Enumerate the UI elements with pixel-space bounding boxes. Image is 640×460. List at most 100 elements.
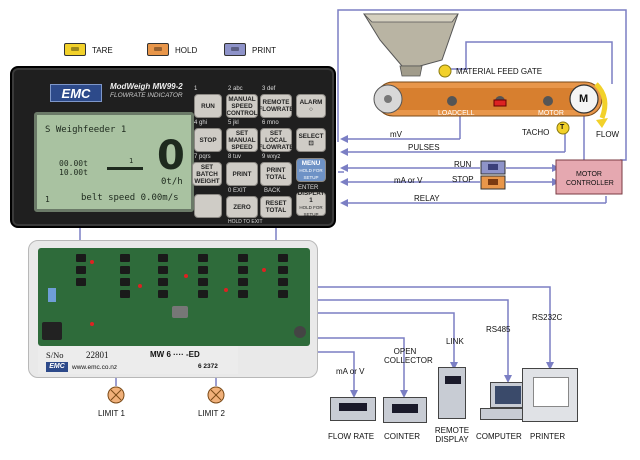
manual-speed-control-key[interactable]: MANUAL SPEED CONTROL [226,94,258,118]
terminal-block [238,290,248,298]
tacho-label: TACHO [522,128,550,137]
indicator-subtitle: FLOWRATE INDICATOR [110,92,183,99]
terminal-block [278,278,288,286]
status-led [184,274,188,278]
terminal-block [76,278,86,286]
display-key-sub: HOLD FOR SETUP [299,205,323,217]
display-key-label: DISPLAY 1 [297,190,325,204]
terminal-block [120,290,130,298]
key-number: 3 def [262,86,276,92]
flow-arrow-icon [594,82,608,119]
lcd-big-value: 0 [157,133,185,179]
counter-device [383,397,427,423]
terminal-block [238,254,248,262]
run-key[interactable]: RUN [194,94,222,118]
computer-monitor [490,382,524,408]
terminal-block [238,266,248,274]
terminal-block [198,290,208,298]
limit-1-lamp-icon [107,386,125,404]
stop-signal-label: STOP [452,175,474,184]
indicator-model: ModWeigh MW99-2 [110,82,183,91]
motor-controller-label: MOTOR CONTROLLER [556,170,622,188]
print-total-key[interactable]: PRINT TOTAL [260,162,292,186]
board-emc-logo: EMC [46,362,68,372]
print-switch-icon [224,43,246,56]
pulses-label: PULSES [408,143,440,152]
terminal-block [76,266,86,274]
material-feed-gate-icon [438,64,452,78]
serial-label: S/No [46,350,64,360]
key-number: 6 mno [262,120,279,126]
lcd-title: S Weighfeeder 1 [45,125,127,135]
alarm-key[interactable]: ALARM ○ [296,94,326,118]
hold-switch-icon [147,43,169,56]
remote-display-label: REMOTE DISPLAY [428,426,476,444]
terminal-block [158,278,168,286]
set-local-flowrate-key[interactable]: SET LOCAL FLOWRATE [258,128,294,152]
terminal-block [198,278,208,286]
loadcell [493,99,507,107]
key-number: 7 pqrs [194,154,211,160]
device-screen [339,403,367,411]
select-key[interactable]: SELECT ⊡ [296,128,326,152]
device-screen [495,386,521,404]
motor-icon [569,84,599,114]
board-url: www.emc.co.nz [72,364,118,371]
lcd-bar [107,167,143,170]
tacho-icon [556,121,570,135]
lcd-marker: 1 [129,157,134,165]
model-code: MW 6 ···· -ED [150,350,200,359]
menu-key[interactable]: MENU HOLD FOR SETUP [296,158,326,182]
hold-label: HOLD [175,46,198,55]
reset-total-key[interactable]: RESET TOTAL [260,196,292,218]
blank-key[interactable] [194,194,222,218]
key-number: 9 wxyz [262,154,281,160]
key-number: 2 abc [228,86,243,92]
lcd-unit: 0t/h [161,177,183,187]
print-key[interactable]: PRINT [226,162,258,186]
tacho-symbol: T [560,124,565,131]
remote-flowrate-key[interactable]: REMOTE FLOWRATE [258,94,294,118]
set-batch-weight-key[interactable]: SET BATCH WEIGHT [192,162,222,186]
motor-controller-box [555,159,623,195]
rs485-label: RS485 [486,325,511,334]
terminal-block [158,266,168,274]
device-screen [392,404,418,413]
relay-label: RELAY [414,194,440,203]
printer-device [522,368,578,422]
menu-key-label: MENU [301,159,321,167]
device-screen [445,376,461,384]
link-label: LINK [446,337,464,346]
motor-label: MOTOR [538,110,564,117]
open-collector-text: OPEN COLLECTOR [384,347,433,365]
lcd-line-b: 10.00t [59,168,88,177]
terminal-block [198,266,208,274]
flow-rate-label: FLOW RATE [328,432,375,441]
component-chip [48,288,56,302]
flow-label: FLOW [596,130,620,139]
set-manual-speed-key[interactable]: SET MANUAL SPEED [226,128,258,152]
key-number: 0 EXIT [228,188,247,194]
zero-key[interactable]: ZERO [226,196,258,218]
gland-icon [294,326,306,338]
terminal-block [278,266,288,274]
rj-jack-icon [42,322,62,340]
key-number: 5 jkl [228,120,239,126]
flow-rate-display-device [330,397,376,421]
limit-2-lamp-icon [207,386,225,404]
status-led [90,322,94,326]
motor-controller-text: MOTOR CONTROLLER [566,171,614,187]
menu-key-sub: HOLD FOR SETUP [299,167,323,180]
circuit-board [38,248,310,346]
printer-paper [533,377,569,407]
serial-number: 22801 [86,350,109,360]
stop-key[interactable]: STOP [194,128,222,152]
display-key[interactable]: DISPLAY 1 HOLD FOR SETUP [296,190,326,217]
status-led [90,260,94,264]
motor-symbol: M [579,93,589,105]
flowrate-indicator-panel: EMC ModWeigh MW99-2 FLOWRATE INDICATOR S… [10,66,336,228]
